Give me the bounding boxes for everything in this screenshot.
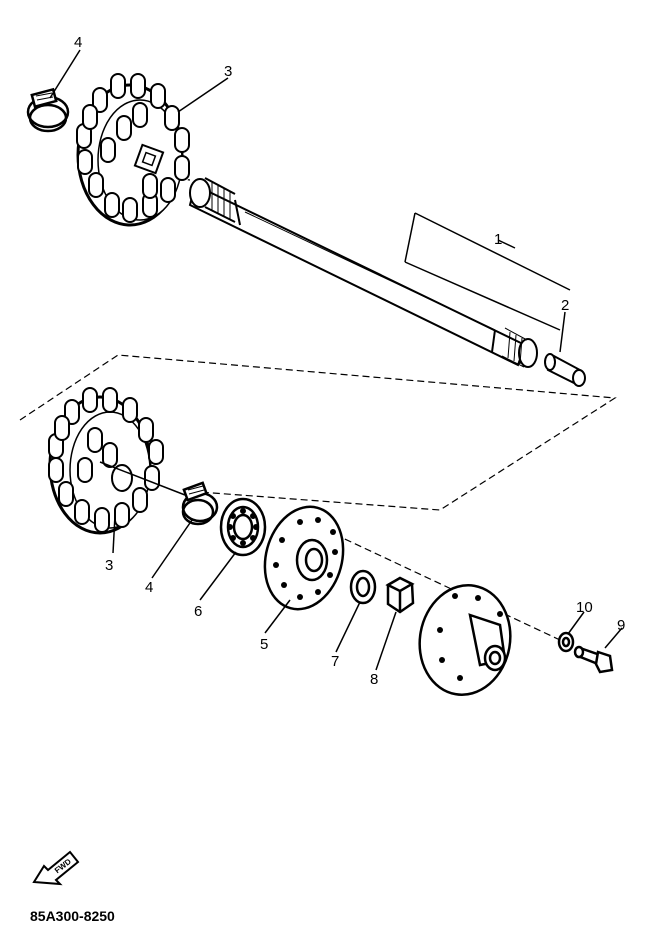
washer: [349, 569, 377, 605]
forward-arrow-icon: FWD: [32, 850, 80, 886]
callout-6: 6: [194, 603, 202, 620]
callout-labels: 1 2 3 4 3 4 6 5 7 8 10 9: [74, 34, 625, 688]
drive-shaft: [188, 177, 538, 368]
flange-plate: [263, 505, 345, 611]
callout-10: 10: [576, 599, 593, 616]
pin: [544, 353, 586, 387]
bolt: [573, 645, 614, 674]
callout-9: 9: [617, 617, 625, 634]
hub: [418, 584, 512, 696]
callout-4-bottom: 4: [145, 579, 153, 596]
sprocket-top: [76, 73, 190, 227]
shaft-spline-bottom: [501, 327, 538, 368]
callout-3-top: 3: [224, 63, 232, 80]
callout-2: 2: [561, 297, 569, 314]
callout-1: 1: [494, 231, 502, 248]
part-code: 85A300-8250: [30, 908, 115, 924]
callout-8: 8: [370, 671, 378, 688]
callout-7: 7: [331, 653, 339, 670]
lock-washer: [557, 631, 575, 653]
sprocket-bottom: [48, 387, 186, 535]
callout-5: 5: [260, 636, 268, 653]
nut: [385, 576, 415, 614]
bearing: [219, 497, 267, 557]
callout-3-bottom: 3: [105, 557, 113, 574]
shaft-spline-top: [189, 177, 236, 223]
clamp-top: [26, 87, 70, 133]
callout-4-top: 4: [74, 34, 82, 51]
clamp-bottom: [181, 481, 219, 526]
leader-lines: [49, 49, 623, 671]
shaft-bracket: [404, 212, 571, 331]
